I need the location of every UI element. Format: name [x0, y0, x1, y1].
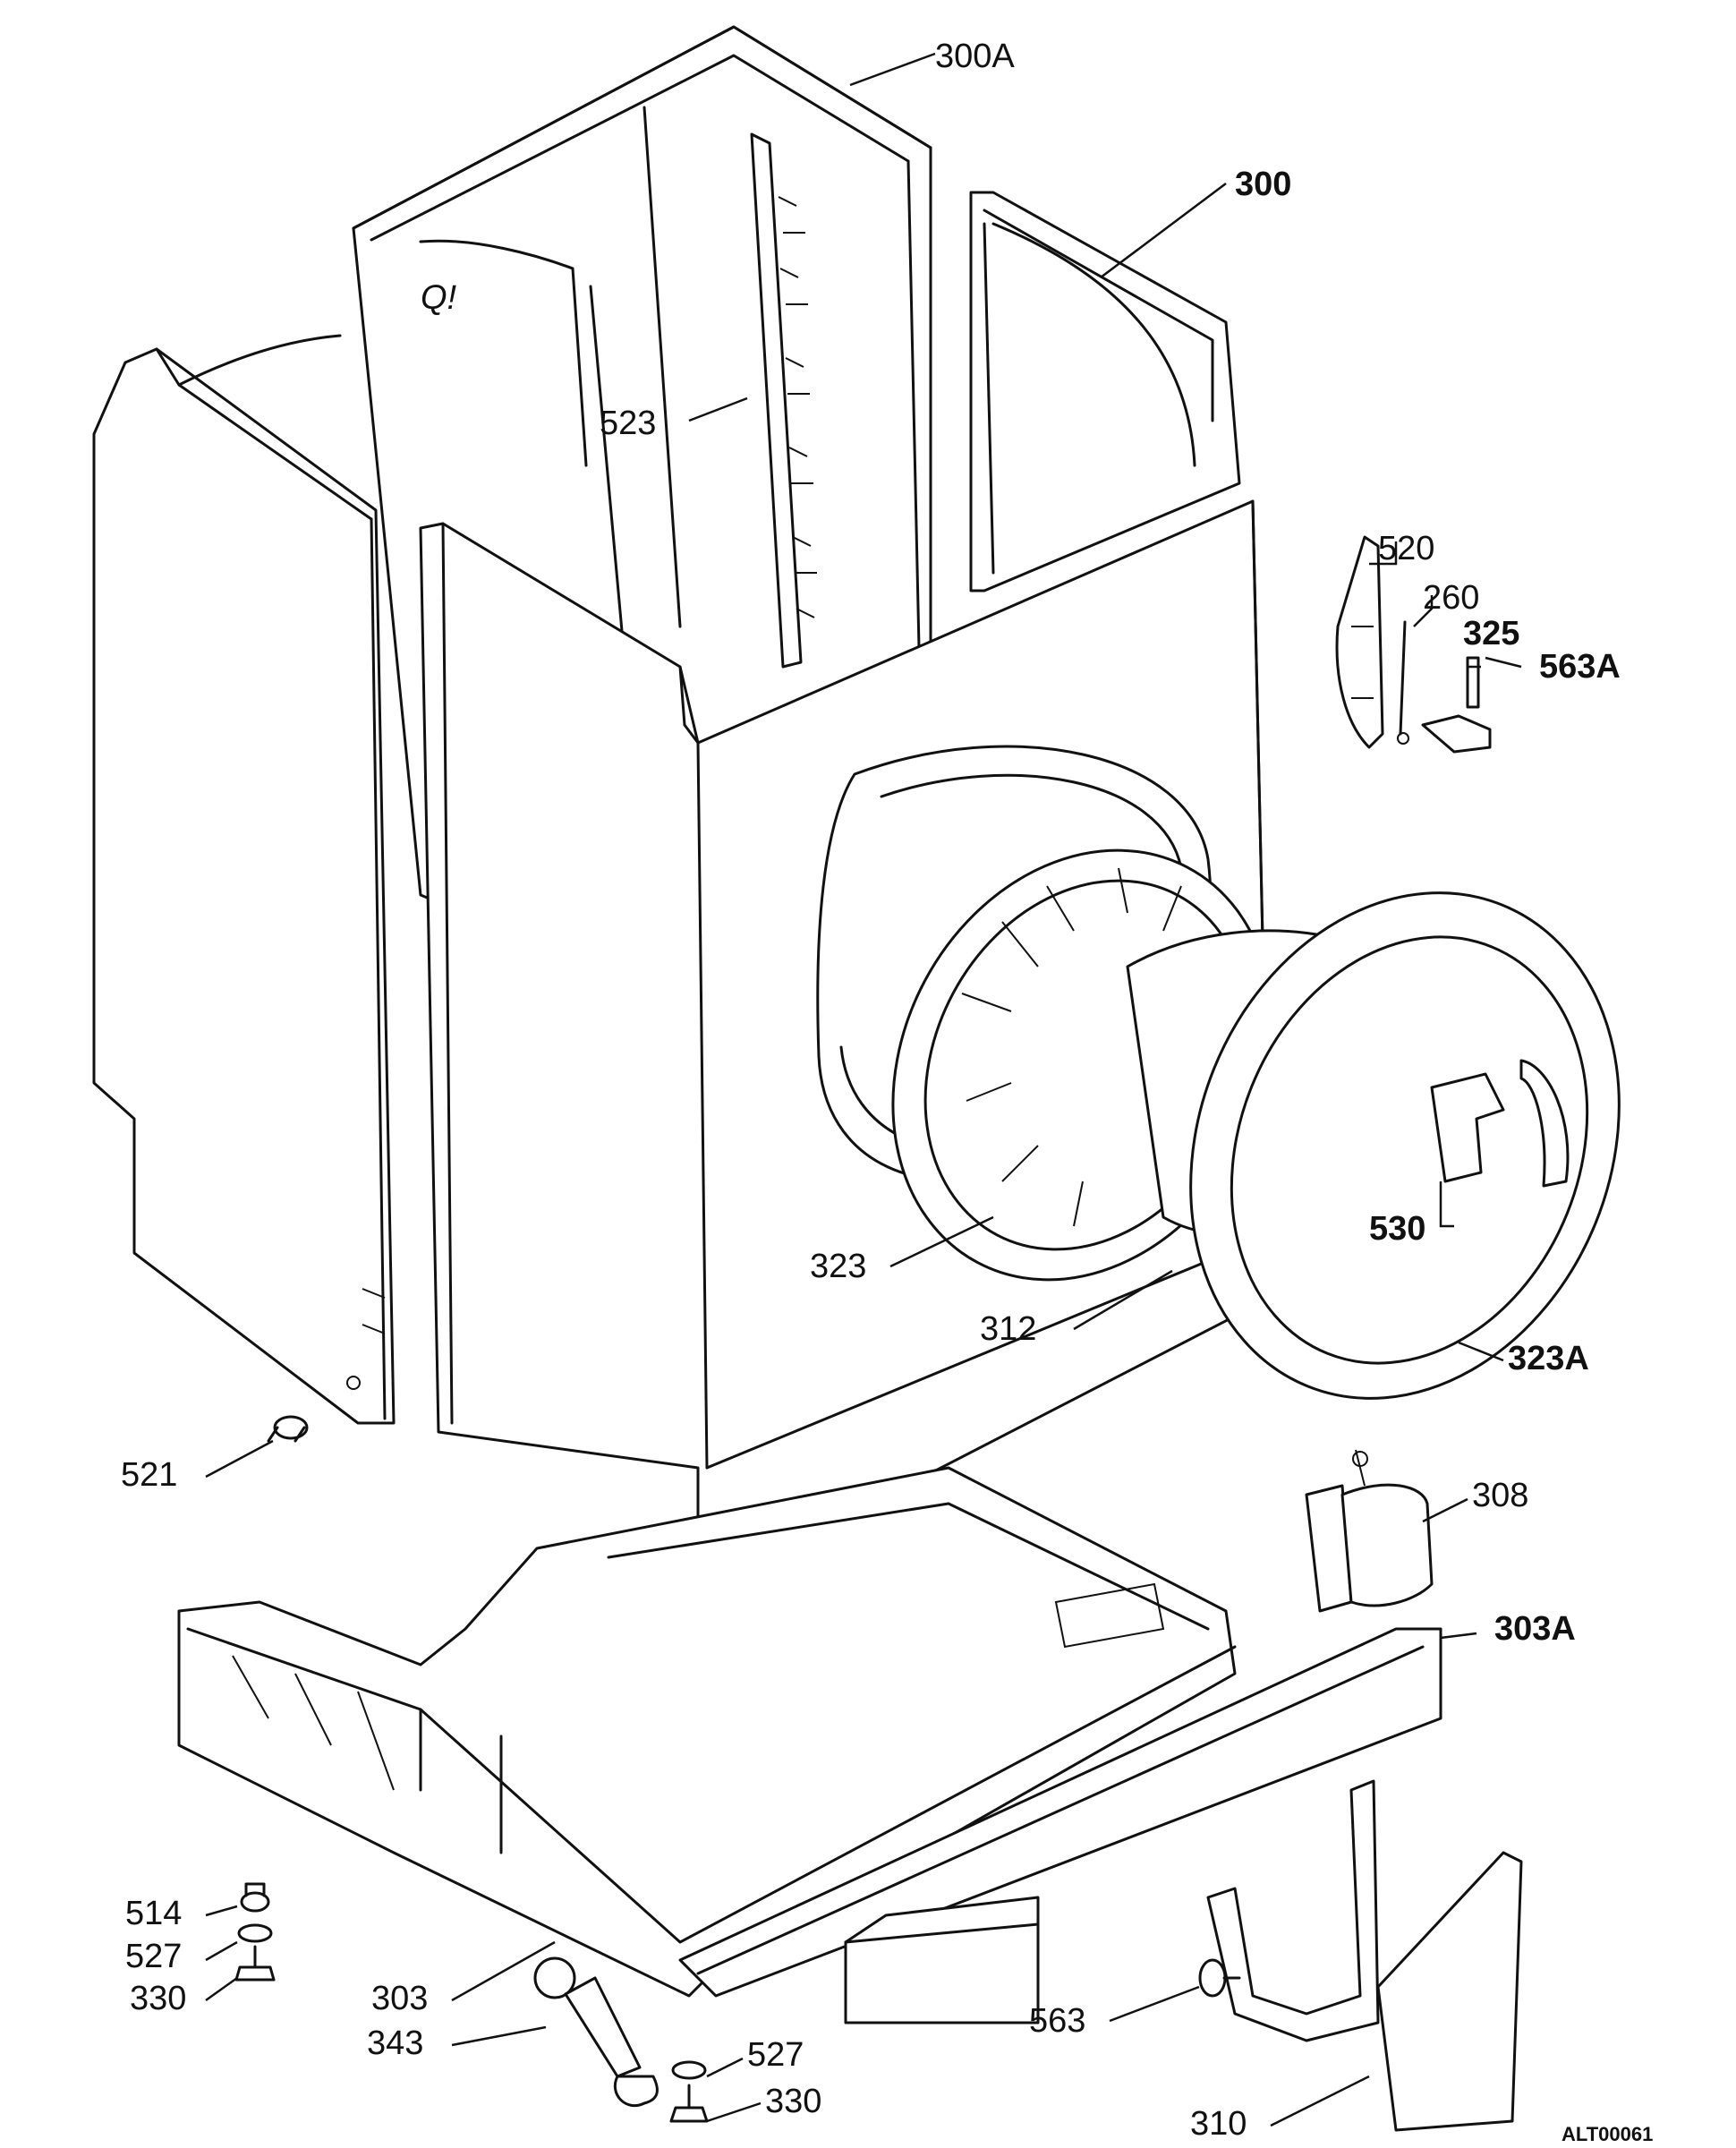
mark-q: Q! — [421, 279, 457, 317]
label-323: 323 — [810, 1248, 866, 1285]
label-520: 520 — [1378, 530, 1434, 567]
plinth — [844, 1896, 1040, 2024]
door-323a — [1189, 891, 1621, 1400]
screw-521 — [267, 1415, 309, 1443]
label-343: 343 — [367, 2024, 423, 2062]
label-300: 300 — [1235, 166, 1291, 203]
spanner-343 — [533, 1956, 659, 2108]
label-514: 514 — [125, 1895, 182, 1932]
label-330-right: 330 — [765, 2083, 821, 2120]
label-300a: 300A — [935, 38, 1015, 75]
hinge-parts — [1335, 535, 1492, 754]
label-303a: 303A — [1494, 1610, 1576, 1648]
label-330-left: 330 — [130, 1980, 186, 2017]
label-523: 523 — [600, 405, 656, 442]
foot-set-left — [234, 1882, 276, 1982]
label-308: 308 — [1472, 1477, 1528, 1514]
clip-563 — [1198, 1958, 1241, 1998]
kick-panel-310 — [1206, 1779, 1523, 2132]
label-260: 260 — [1423, 579, 1479, 617]
label-563a: 563A — [1539, 648, 1621, 686]
label-310: 310 — [1190, 2105, 1247, 2143]
label-530: 530 — [1369, 1210, 1425, 1248]
base-303 — [177, 1466, 1237, 1998]
label-303: 303 — [371, 1980, 428, 2017]
leader-lines — [205, 52, 1522, 2127]
label-325: 325 — [1463, 615, 1519, 652]
label-323a: 323A — [1508, 1340, 1589, 1377]
label-312: 312 — [980, 1310, 1036, 1348]
front-strip-303a — [678, 1627, 1442, 1998]
hinge-bracket-308 — [1305, 1449, 1434, 1613]
label-527-right: 527 — [747, 2036, 804, 2074]
label-521: 521 — [121, 1456, 177, 1494]
part-labels: 300A 300 523 520 260 325 563A 530 323 31… — [121, 38, 1653, 2145]
reference-code: ALT00061 — [1562, 2123, 1653, 2145]
right-frame-300 — [969, 191, 1241, 592]
label-563: 563 — [1029, 2002, 1085, 2040]
left-side-panel — [92, 334, 396, 1425]
foot-set-right — [669, 2060, 709, 2123]
label-527-left: 527 — [125, 1938, 182, 1975]
